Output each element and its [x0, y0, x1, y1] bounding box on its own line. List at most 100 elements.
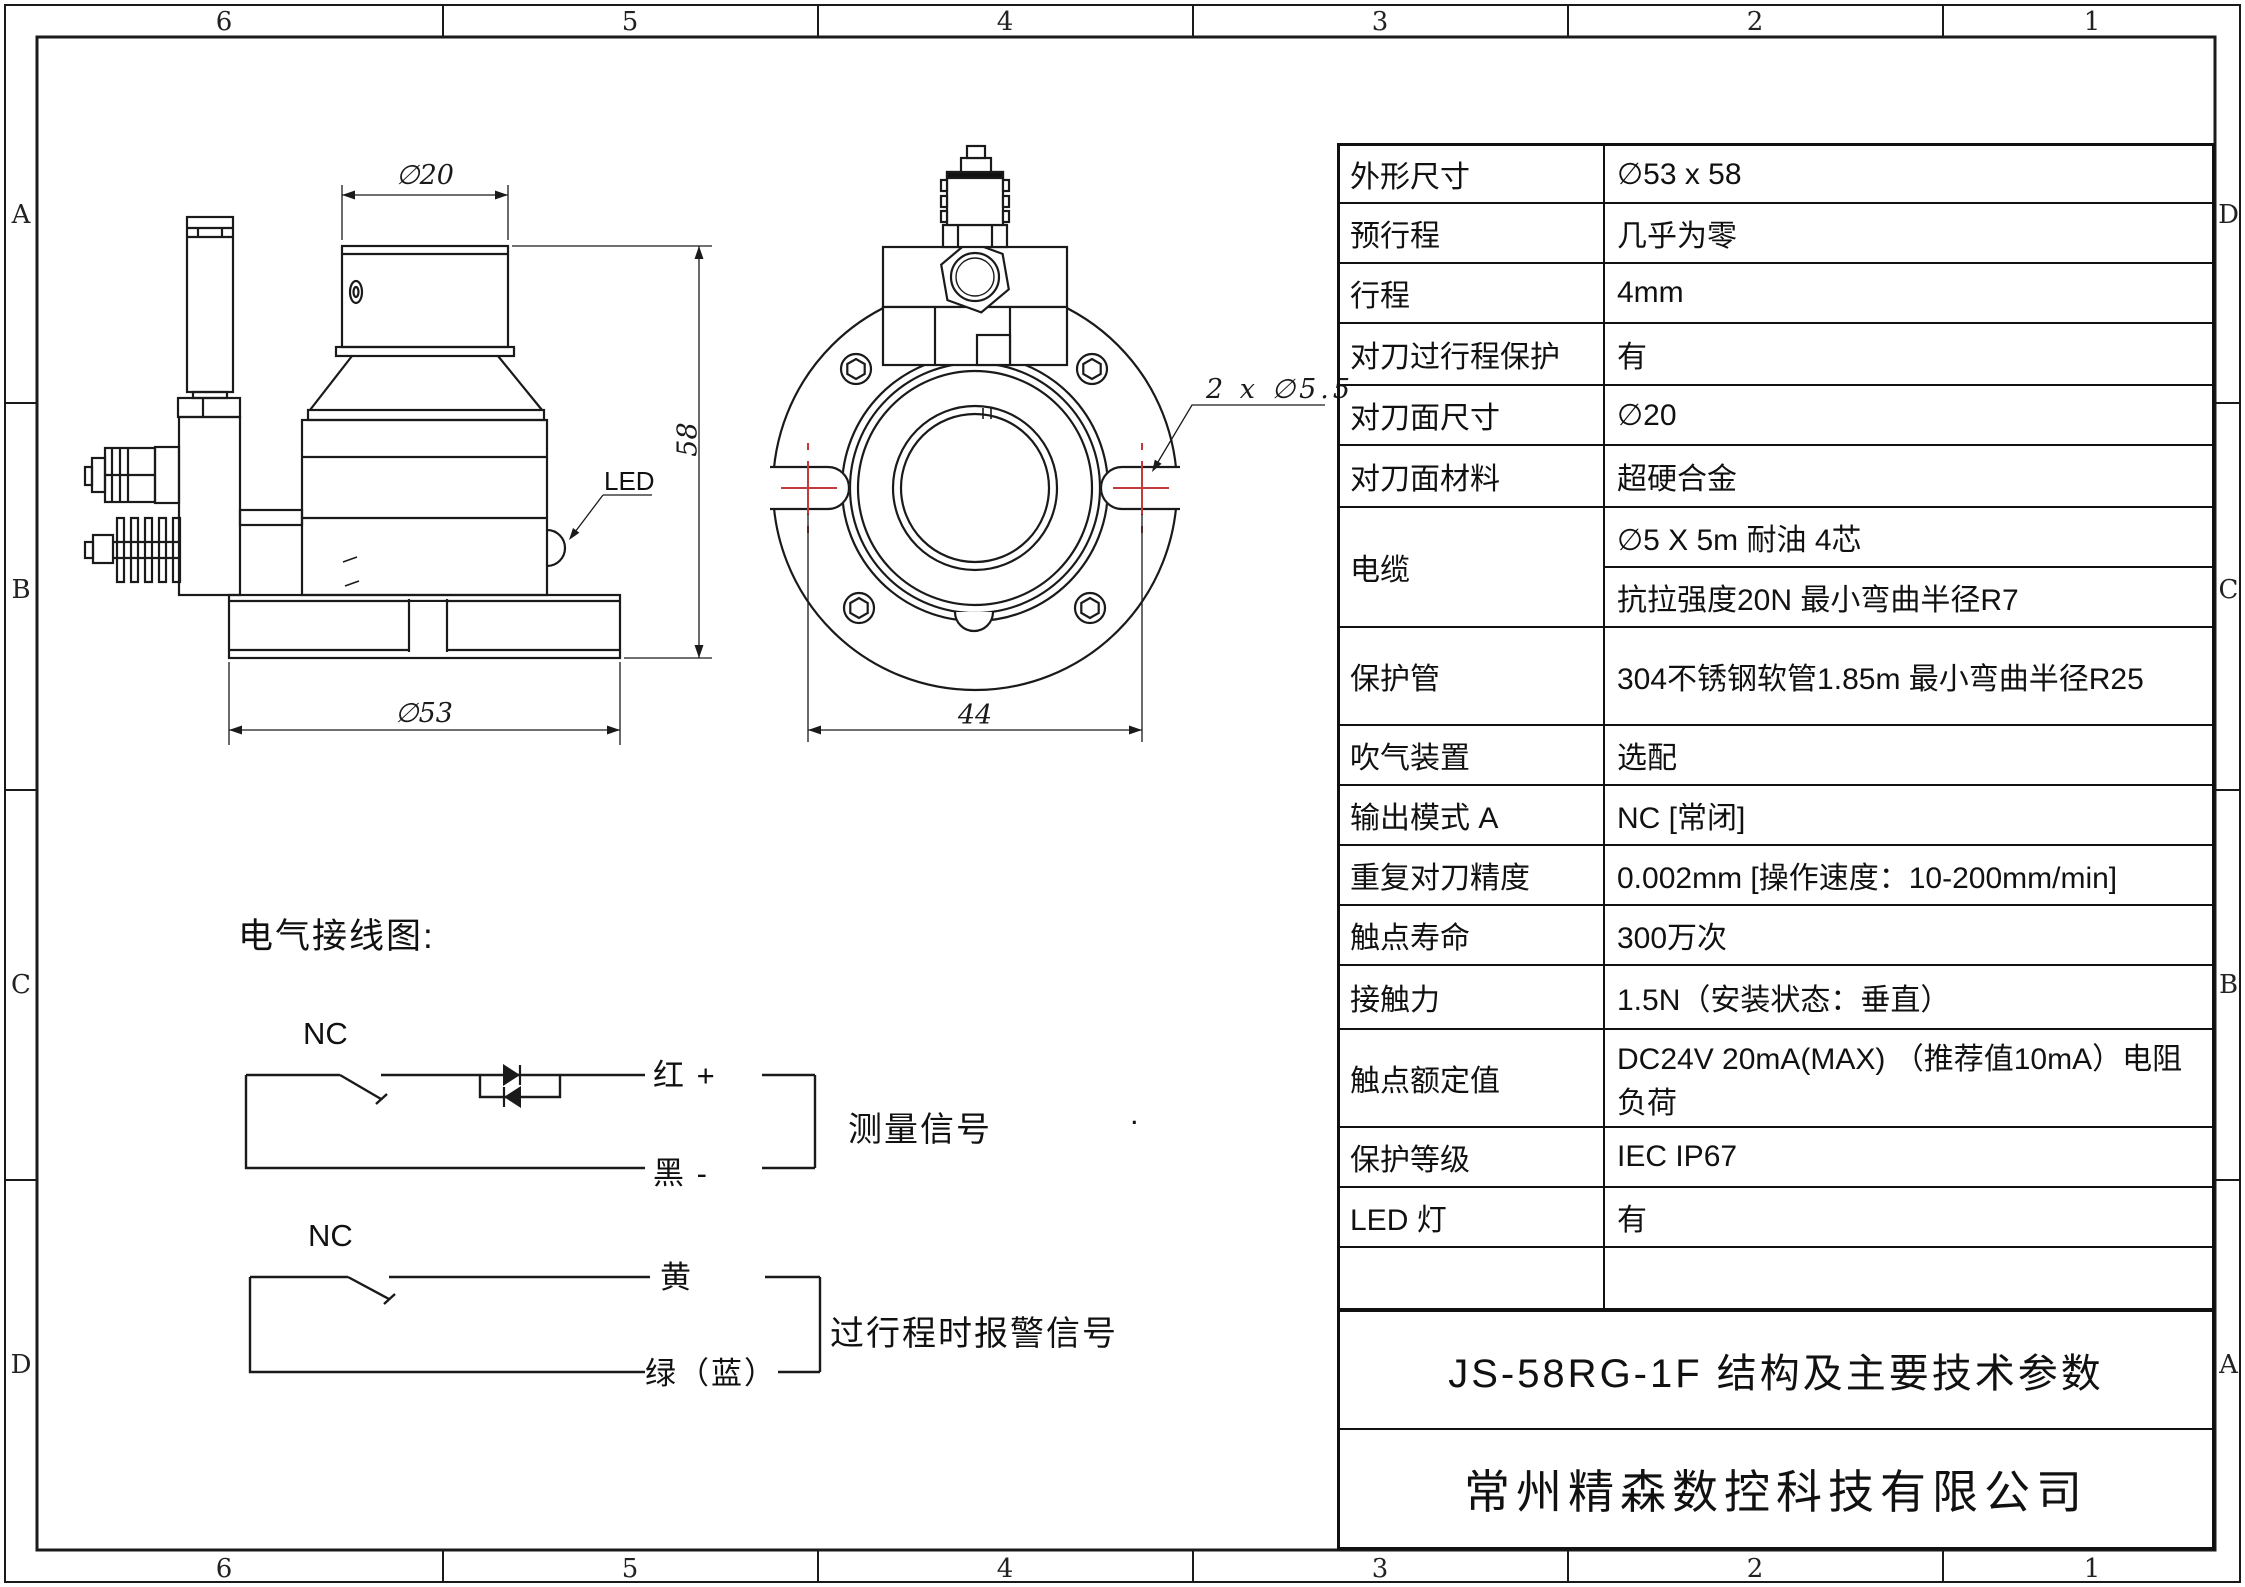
table-row-cable: 电缆 ∅5 X 5m 耐油 4芯 抗拉强度20N 最小弯曲半径R7 [1340, 508, 2212, 628]
hole-callout: 2 x ∅5.5 [1206, 374, 1355, 405]
spec-label: 触点寿命 [1340, 906, 1605, 964]
dim-top-diameter: ∅20 [396, 160, 454, 191]
spec-value: 1.5N（安装状态：垂直） [1617, 984, 1951, 1017]
spec-value: 4mm [1617, 276, 1684, 309]
spec-label: 触点额定值 [1340, 1030, 1605, 1126]
table-row: 触点额定值 DC24V 20mA(MAX) （推荐值10mA）电阻负荷 [1340, 1030, 2212, 1128]
drawing-title: JS-58RG-1F 结构及主要技术参数 [1448, 1352, 2104, 1396]
zone-col-3-bottom: 3 [1371, 1554, 1389, 1584]
led-bump [546, 528, 567, 568]
spec-value: IEC IP67 [1617, 1140, 1738, 1173]
table-row: 行程 4mm [1340, 264, 2212, 324]
zone-col-5-top: 5 [621, 7, 639, 37]
spec-value-empty [1605, 1248, 2212, 1308]
cable-connector [939, 144, 1011, 249]
zone-col-6-bottom: 6 [215, 1554, 233, 1584]
spec-value: 有 [1617, 341, 1647, 374]
zone-col-2-bottom: 2 [1746, 1554, 1764, 1584]
spec-value: 几乎为零 [1617, 220, 1737, 253]
table-row-empty [1340, 1248, 2212, 1310]
zone-col-1-top: 1 [2083, 7, 2101, 37]
zone-col-4-top: 4 [996, 7, 1014, 37]
table-row: 对刀面尺寸 ∅20 [1340, 386, 2212, 446]
spec-value: 0.002mm [操作速度：10-200mm/min] [1617, 862, 2118, 895]
wiring-diagram-lines [244, 1065, 822, 1374]
dimension-arrows [229, 190, 1162, 735]
wiring-nc2-label: NC [308, 1218, 353, 1253]
front-view-drawing [770, 144, 1180, 692]
mounting-slot-left [770, 465, 851, 511]
table-row: 触点寿命 300万次 [1340, 906, 2212, 966]
spec-value: 304不锈钢软管1.85m 最小弯曲半径R25 [1617, 663, 2144, 696]
red-crosshairs [781, 443, 1169, 533]
spec-value-line1: ∅5 X 5m 耐油 4芯 [1605, 508, 2212, 568]
zone-col-3-top: 3 [1371, 7, 1389, 37]
wire-green-blue-label: 绿（蓝） [645, 1356, 777, 1391]
spec-label: 预行程 [1340, 204, 1605, 262]
wiring-nc1-label: NC [303, 1016, 348, 1051]
table-row: 预行程 几乎为零 [1340, 204, 2212, 264]
wiring-title: 电气接线图: [238, 917, 435, 956]
sheet-frame [4, 4, 2241, 1583]
dim-height: 58 [672, 422, 704, 457]
spec-value: 超硬合金 [1617, 463, 1737, 496]
table-row: 对刀过行程保护 有 [1340, 324, 2212, 386]
spec-label: 行程 [1340, 264, 1605, 322]
dim-base-diameter: ∅53 [395, 698, 453, 729]
spec-label: 重复对刀精度 [1340, 846, 1605, 904]
spec-label: 输出模式 A [1340, 786, 1605, 844]
wire-red-plus-label: 红 + [653, 1058, 717, 1093]
stray-dot: . [1130, 1096, 1139, 1131]
title-block: JS-58RG-1F 结构及主要技术参数 [1340, 1310, 2212, 1430]
spec-value: ∅20 [1617, 398, 1677, 432]
spec-label: 保护等级 [1340, 1128, 1605, 1186]
table-row: 重复对刀精度 0.002mm [操作速度：10-200mm/min] [1340, 846, 2212, 906]
led-label: LED [604, 466, 655, 496]
mounting-slot-right [1099, 465, 1180, 511]
zone-col-4-bottom: 4 [996, 1554, 1014, 1584]
dimension-lines [228, 185, 1325, 745]
spec-value: 选配 [1617, 742, 1677, 775]
table-row: 接触力 1.5N（安装状态：垂直） [1340, 966, 2212, 1030]
spec-label: 外形尺寸 [1340, 146, 1605, 202]
diode-symbols [503, 1064, 521, 1108]
spec-label: 电缆 [1340, 508, 1605, 626]
zone-row-c-right: C [2218, 575, 2239, 605]
zone-row-c-left: C [11, 970, 31, 1000]
spec-label: 对刀面材料 [1340, 446, 1605, 506]
dim-front-width: 44 [957, 700, 993, 731]
spec-label-empty [1340, 1248, 1605, 1308]
zone-row-a-right: A [2219, 1350, 2238, 1380]
zone-row-b-right: B [2218, 970, 2239, 1000]
table-row: 对刀面材料 超硬合金 [1340, 446, 2212, 508]
spec-value: 300万次 [1617, 922, 1728, 955]
wire-black-minus-label: 黑 - [653, 1156, 709, 1191]
spec-value: ∅53 x 58 [1617, 157, 1742, 191]
spec-label: 保护管 [1340, 628, 1605, 724]
zone-col-6-top: 6 [215, 7, 233, 37]
spec-table: 外形尺寸 ∅53 x 58 预行程 几乎为零 行程 4mm 对刀过行程保护 有 … [1337, 143, 2215, 1550]
spec-value: NC [常闭] [1617, 802, 1746, 835]
socket-screws [839, 352, 1109, 625]
zone-col-1-bottom: 1 [2083, 1554, 2101, 1584]
table-row: 输出模式 A NC [常闭] [1340, 786, 2212, 846]
spec-label: 对刀过行程保护 [1340, 324, 1605, 384]
spec-value-line2: 抗拉强度20N 最小弯曲半径R7 [1617, 584, 2019, 617]
spec-value: 有 [1617, 1204, 1647, 1237]
zone-col-5-bottom: 5 [621, 1554, 639, 1584]
table-row: LED 灯 有 [1340, 1188, 2212, 1248]
table-row: 外形尺寸 ∅53 x 58 [1340, 146, 2212, 204]
side-view-drawing [83, 215, 622, 660]
zone-row-b-left: B [11, 575, 31, 605]
spec-label: 吹气装置 [1340, 726, 1605, 784]
company-block: 常州精森数控科技有限公司 [1340, 1430, 2212, 1547]
spec-label: LED 灯 [1340, 1188, 1605, 1246]
zone-col-2-top: 2 [1746, 7, 1764, 37]
table-row: 保护等级 IEC IP67 [1340, 1128, 2212, 1188]
spec-label: 对刀面尺寸 [1340, 386, 1605, 444]
table-row: 保护管 304不锈钢软管1.85m 最小弯曲半径R25 [1340, 628, 2212, 726]
overtravel-alarm-label: 过行程时报警信号 [830, 1315, 1118, 1353]
zone-row-d-right: D [2218, 200, 2239, 230]
